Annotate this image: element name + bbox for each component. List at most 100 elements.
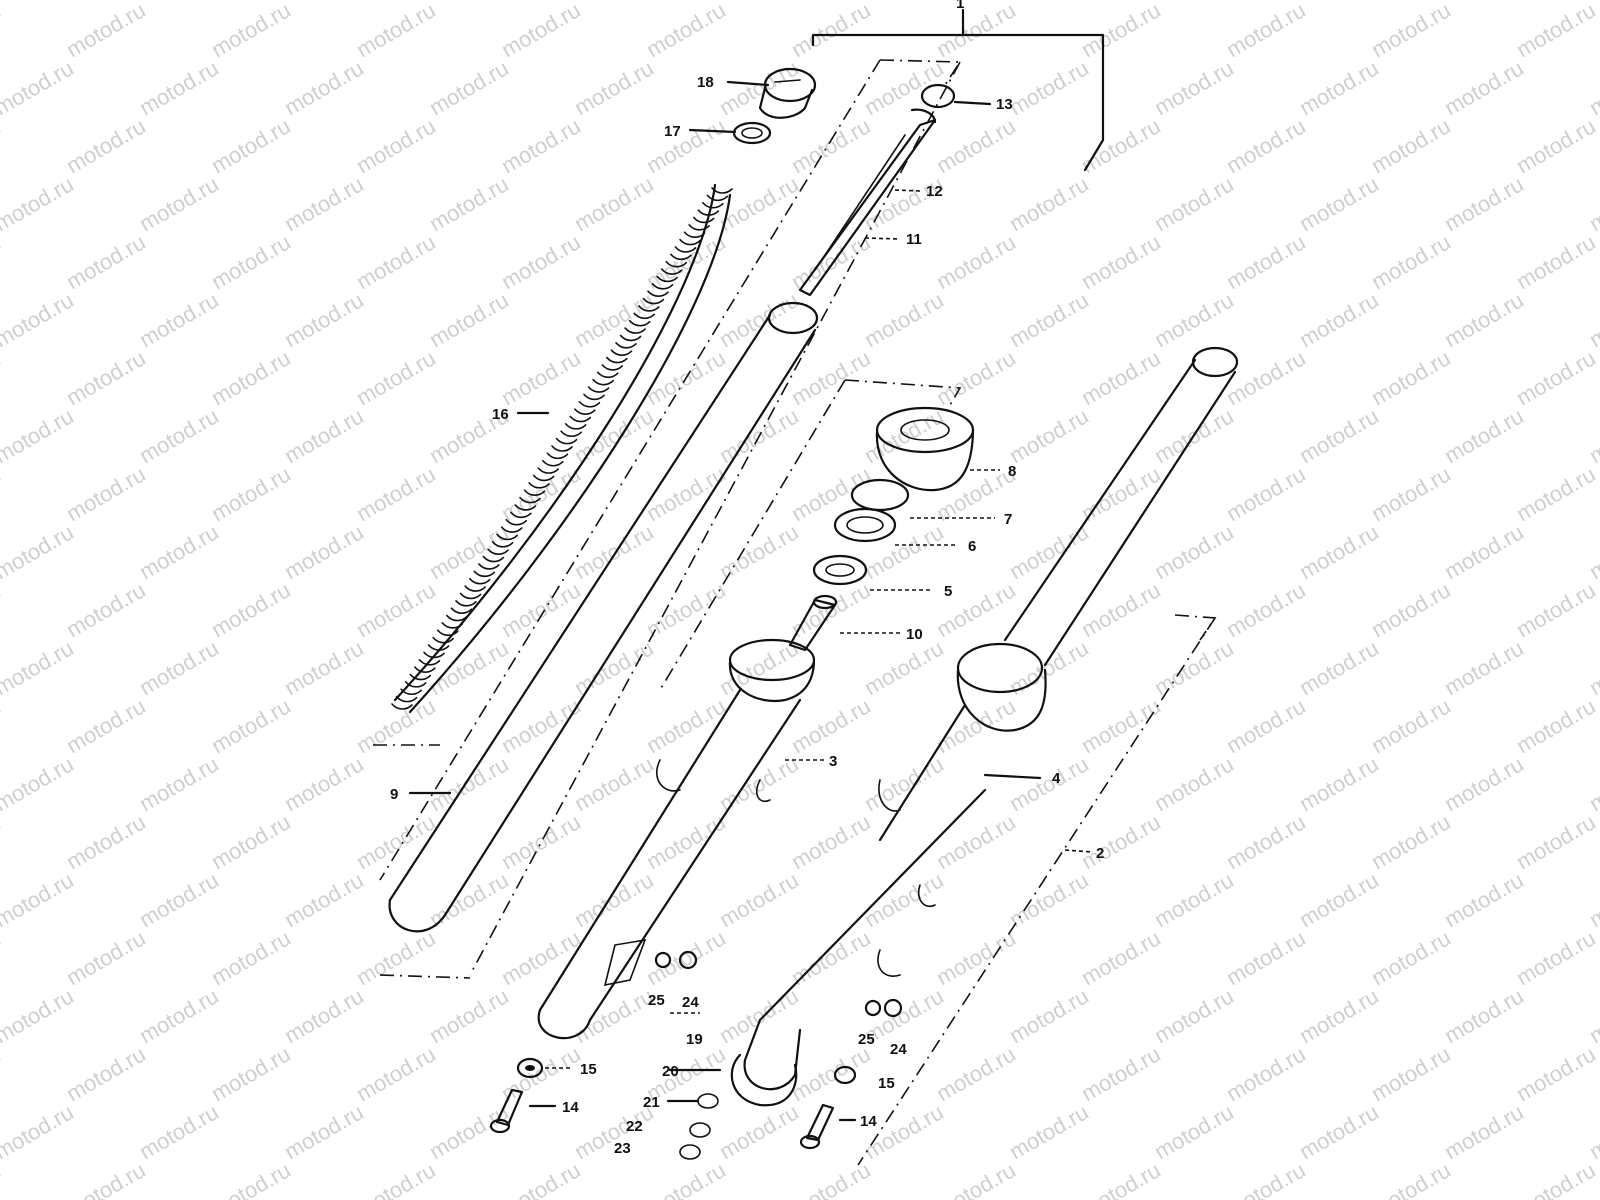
watermark-text: motod.ru	[570, 0, 658, 4]
watermark-text: motod.ru	[1367, 577, 1455, 642]
gasket-right	[833, 1065, 857, 1085]
watermark-text: motod.ru	[860, 287, 948, 352]
watermark-text: motod.ru	[1222, 461, 1310, 526]
part-label-21: 21	[643, 1094, 660, 1111]
watermark-text: motod.ru	[1295, 171, 1383, 236]
watermark-text: motod.ru	[280, 171, 368, 236]
watermark-text: motod.ru	[352, 113, 440, 178]
watermark-text: motod.ru	[787, 1041, 875, 1106]
watermark-text: motod.ru	[425, 519, 513, 584]
watermark-text: motod.ru	[0, 577, 5, 642]
spring-coil	[468, 577, 491, 585]
watermark-text: motod.ru	[1295, 751, 1383, 816]
part-label-12: 12	[926, 183, 943, 200]
spring-coil	[697, 209, 720, 216]
watermark-text: motod.ru	[207, 1041, 295, 1106]
part-label-18: 18	[697, 74, 714, 91]
watermark-text: motod.ru	[1440, 635, 1528, 700]
watermark-text: motod.ru	[0, 55, 78, 120]
watermark-text: motod.ru	[860, 403, 948, 468]
watermark-text: motod.ru	[352, 229, 440, 294]
part-label-3: 3	[829, 753, 837, 770]
watermark-text: motod.ru	[1077, 809, 1165, 874]
watermark-text: motod.ru	[280, 55, 368, 120]
spring-coil	[409, 673, 432, 681]
watermark-text: motod.ru	[62, 345, 150, 410]
watermark-text: motod.ru	[1512, 461, 1600, 526]
watermark-text: motod.ru	[1077, 693, 1165, 758]
watermark-text: motod.ru	[1367, 229, 1455, 294]
watermark-text: motod.ru	[1512, 693, 1600, 758]
leader-lines	[408, 80, 1093, 1122]
watermark-text: motod.ru	[135, 983, 223, 1048]
allen-bolt-left	[489, 1088, 524, 1134]
watermark-text: motod.ru	[280, 519, 368, 584]
watermark-text: motod.ru	[0, 1041, 5, 1106]
watermark-text: motod.ru	[207, 461, 295, 526]
watermark-text: motod.ru	[715, 1099, 803, 1164]
fork-spring	[391, 183, 733, 714]
watermark-text: motod.ru	[62, 809, 150, 874]
spring-coil	[496, 533, 518, 541]
spring-coil	[432, 636, 454, 644]
watermark-text: motod.ru	[1295, 403, 1383, 468]
watermark-text: motod.ru	[62, 1041, 150, 1106]
watermark-text: motod.ru	[0, 519, 78, 584]
spring-coil	[592, 378, 614, 386]
watermark-text: motod.ru	[207, 1157, 295, 1200]
watermark-text: motod.ru	[1077, 577, 1165, 642]
watermark-text: motod.ru	[1512, 0, 1600, 62]
spring-coil	[660, 268, 683, 275]
watermark-text: motod.ru	[1150, 867, 1238, 932]
watermark-text: motod.ru	[1077, 1157, 1165, 1200]
spring-coil	[679, 238, 701, 246]
watermark-text: motod.ru	[570, 287, 658, 352]
watermark-text: motod.ru	[62, 113, 150, 178]
watermark-text: motod.ru	[787, 229, 875, 294]
spring-coil	[500, 526, 523, 533]
bracket-outer-tube	[857, 614, 1217, 1166]
spring-coil	[583, 393, 605, 401]
watermark-text: motod.ru	[1222, 809, 1310, 874]
watermark-text: motod.ru	[1222, 693, 1310, 758]
spring-coil	[692, 216, 715, 224]
watermark-text: motod.ru	[352, 693, 440, 758]
watermark-text: motod.ru	[207, 693, 295, 758]
watermark-text: motod.ru	[932, 925, 1020, 990]
spring-coil	[441, 622, 464, 629]
watermark-text: motod.ru	[497, 0, 585, 62]
oil-lock-piece	[788, 594, 838, 652]
watermark-text: motod.ru	[135, 55, 223, 120]
watermark-text: motod.ru	[0, 983, 78, 1048]
watermark-text: motod.ru	[62, 1157, 150, 1200]
spring-coil	[665, 260, 688, 268]
spring-coil	[601, 364, 624, 371]
watermark-text: motod.ru	[1585, 635, 1600, 700]
spring-coil	[688, 224, 710, 231]
watermark-text: motod.ru	[1512, 113, 1600, 178]
watermark-text: motod.ru	[1512, 925, 1600, 990]
spring-coil	[615, 342, 637, 349]
watermark-text: motod.ru	[1585, 751, 1600, 816]
watermark-text: motod.ru	[1150, 519, 1238, 584]
watermark-text: motod.ru	[642, 229, 730, 294]
watermark-text: motod.ru	[280, 403, 368, 468]
part-label-15-right: 15	[878, 1075, 895, 1092]
watermark-text: motod.ru	[860, 751, 948, 816]
drain-screw-set-right	[864, 998, 903, 1018]
watermark-text: motod.ru	[0, 403, 78, 468]
watermark-text: motod.ru	[570, 867, 658, 932]
watermark-text: motod.ru	[1077, 113, 1165, 178]
watermark-text: motod.ru	[425, 287, 513, 352]
watermark-text: motod.ru	[135, 0, 223, 4]
outer-tube-right	[743, 346, 1239, 1091]
watermark-text: motod.ru	[497, 1157, 585, 1200]
watermark-text: motod.ru	[932, 1041, 1020, 1106]
watermark-text: motod.ru	[860, 867, 948, 932]
watermark-text: motod.ru	[1440, 1099, 1528, 1164]
watermark-text: motod.ru	[1150, 287, 1238, 352]
spring-coil	[510, 511, 532, 519]
spring-coil	[551, 445, 573, 452]
watermark-text: motod.ru	[1585, 867, 1600, 932]
